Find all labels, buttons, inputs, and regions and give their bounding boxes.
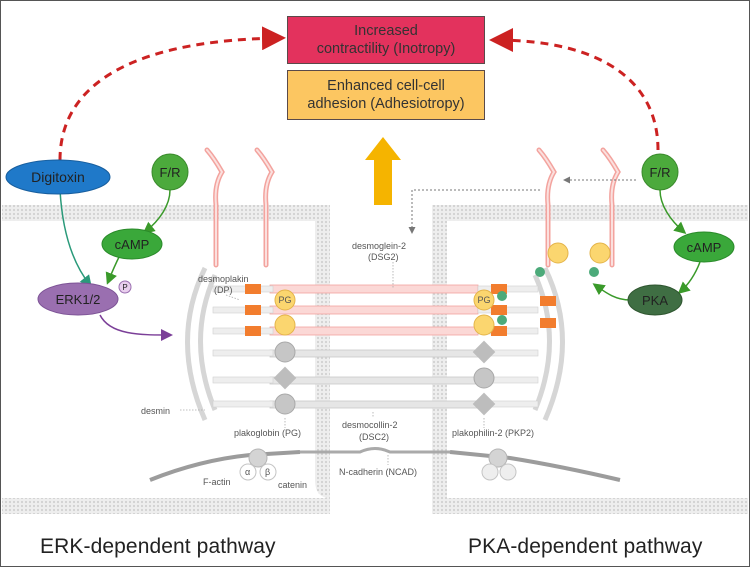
desmocollin-label: desmocollin-2: [342, 420, 398, 430]
protein-labels: desmoplakin (DP) desmoglein-2 (DSG2) des…: [141, 241, 534, 490]
camp-to-erk-arrow: [105, 254, 121, 285]
fr-left-node: F/R: [151, 153, 189, 191]
camp-to-pka-arrow: [677, 261, 701, 294]
erk-to-desmosome-arrow: [99, 314, 173, 341]
pg-badge-left: PG: [278, 295, 291, 305]
ncad-label: N-cadherin (NCAD): [339, 467, 417, 477]
pka-to-substrate-arrow: [592, 283, 631, 301]
camp-left-node: cAMP: [101, 228, 163, 260]
desmosome-rows: [212, 284, 556, 416]
digitoxin-to-erk-arrow: [59, 189, 92, 288]
desmoplakin-abbr-label: (DP): [214, 285, 233, 295]
erk-pathway-label: ERK-dependent pathway: [40, 535, 276, 558]
pka-pathway-label: PKA-dependent pathway: [468, 535, 703, 558]
pka-substrates: [535, 242, 611, 277]
adhesion-box: Enhanced cell-cell adhesion (Adhesiotrop…: [287, 70, 485, 120]
desmin-filaments: [185, 266, 565, 422]
svg-text:Digitoxin: Digitoxin: [31, 169, 85, 185]
fr-to-camp-right-arrow: [659, 189, 687, 234]
erk-node: ERK1/2 P: [37, 280, 132, 316]
desmoglein-label: desmoglein-2: [352, 241, 406, 251]
catenin-label: catenin: [278, 480, 307, 490]
svg-text:F/R: F/R: [650, 165, 671, 180]
desmoglein-abbr-label: (DSG2): [368, 252, 399, 262]
svg-text:F/R: F/R: [160, 165, 181, 180]
alpha-catenin-label: α: [245, 467, 250, 477]
svg-text:P: P: [122, 283, 127, 292]
fr-to-camp-left-arrow: [142, 189, 171, 234]
pka-node: PKA: [627, 284, 683, 316]
fr-right-node: F/R: [641, 153, 679, 191]
svg-text:ERK1/2: ERK1/2: [56, 292, 101, 307]
beta-catenin-label: β: [265, 467, 270, 477]
factin-label: F-actin: [203, 477, 231, 487]
plakoglobin-label: plakoglobin (PG): [234, 428, 301, 438]
svg-text:cAMP: cAMP: [115, 237, 150, 252]
svg-text:cAMP: cAMP: [687, 240, 722, 255]
pg-badge-right: PG: [477, 295, 490, 305]
fr-to-dsg2-dotted-arrow: [408, 189, 540, 234]
desmoplakin-label: desmoplakin: [198, 274, 249, 284]
fr-to-contractility-arrow: [489, 28, 660, 151]
camp-right-node: cAMP: [673, 231, 735, 263]
desmin-label: desmin: [141, 406, 170, 416]
digitoxin-node: Digitoxin: [5, 159, 111, 195]
adherens-junction: [149, 447, 621, 482]
adhesion-up-arrow: [365, 137, 401, 205]
leader-lines: [180, 262, 485, 465]
digitoxin-to-contractility-arrow: [58, 26, 286, 161]
desmocollin-abbr-label: (DSC2): [359, 432, 389, 442]
contractility-box: Increased contractility (Inotropy): [287, 16, 485, 64]
svg-text:PKA: PKA: [642, 293, 668, 308]
plakophilin-label: plakophilin-2 (PKP2): [452, 428, 534, 438]
